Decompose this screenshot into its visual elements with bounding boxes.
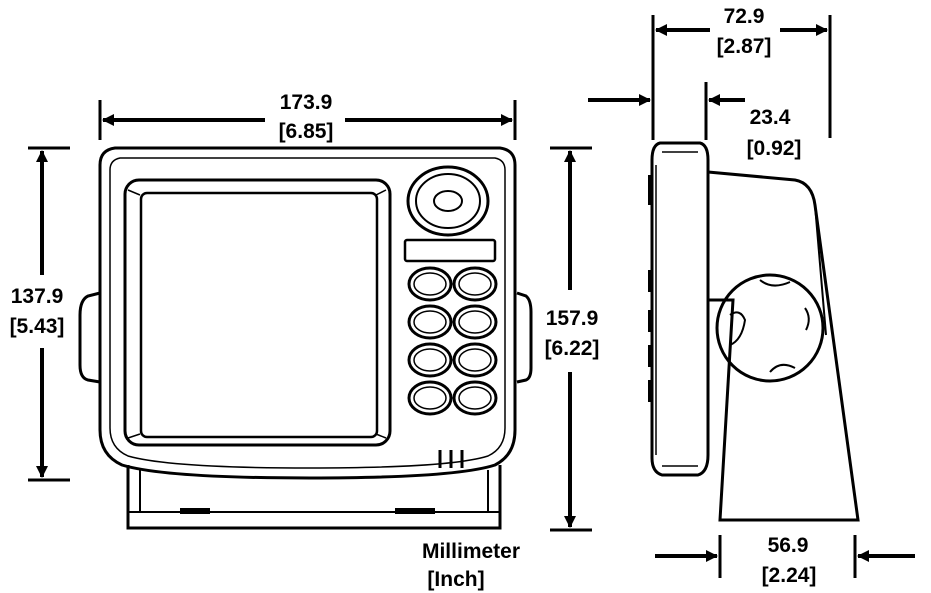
keypad-button xyxy=(452,342,498,378)
keypad-button xyxy=(452,266,498,302)
case-depth-inch-label: [0.92] xyxy=(747,137,802,160)
overall-depth-inch-label: [2.87] xyxy=(717,35,772,58)
side-view xyxy=(648,141,860,522)
overall-depth-mm-label: 72.9 xyxy=(724,5,765,28)
total-height-inch-label: [6.22] xyxy=(545,337,600,360)
keypad-button xyxy=(452,380,498,416)
front-housing xyxy=(98,146,517,480)
vent-marks xyxy=(438,450,464,468)
dim-overall-depth: 72.9 [2.87] xyxy=(651,5,832,140)
screen-bezel xyxy=(123,178,392,447)
rocker-pad xyxy=(406,165,490,237)
dim-case-depth: 23.4 [0.92] xyxy=(588,82,801,160)
total-height-mm-label: 157.9 xyxy=(546,307,599,330)
width-mm-label: 173.9 xyxy=(280,91,333,114)
keypad-button xyxy=(452,304,498,340)
dim-bracket-base: 56.9 [2.24] xyxy=(655,534,915,587)
units-primary-label: Millimeter xyxy=(422,540,520,563)
bracket xyxy=(707,170,860,522)
bracket-knob xyxy=(715,273,825,383)
front-view xyxy=(78,146,533,530)
keypad-button xyxy=(407,380,453,416)
side-buttons xyxy=(648,175,653,402)
width-inch-label: [6.85] xyxy=(279,120,334,143)
label-window xyxy=(403,238,497,263)
front-stand xyxy=(126,465,502,530)
left-knob xyxy=(78,291,101,384)
dim-total-height: 157.9 [6.22] xyxy=(545,146,600,532)
right-knob xyxy=(516,291,533,384)
bracket-base-mm-label: 56.9 xyxy=(768,534,809,557)
dim-body-height: 137.9 [5.43] xyxy=(10,146,70,482)
units-secondary-label: [Inch] xyxy=(427,568,484,591)
side-case xyxy=(650,141,710,477)
units-legend: Millimeter [Inch] xyxy=(422,540,520,591)
screen xyxy=(139,191,379,439)
dim-front-width: 173.9 [6.85] xyxy=(98,91,517,143)
body-height-mm-label: 137.9 xyxy=(11,285,64,308)
keypad-button xyxy=(407,266,453,302)
bracket-base-inch-label: [2.24] xyxy=(762,564,817,587)
keypad-button xyxy=(407,304,453,340)
keypad xyxy=(407,266,498,416)
keypad-button xyxy=(407,342,453,378)
case-depth-mm-label: 23.4 xyxy=(750,106,791,129)
body-height-inch-label: [5.43] xyxy=(10,315,65,338)
